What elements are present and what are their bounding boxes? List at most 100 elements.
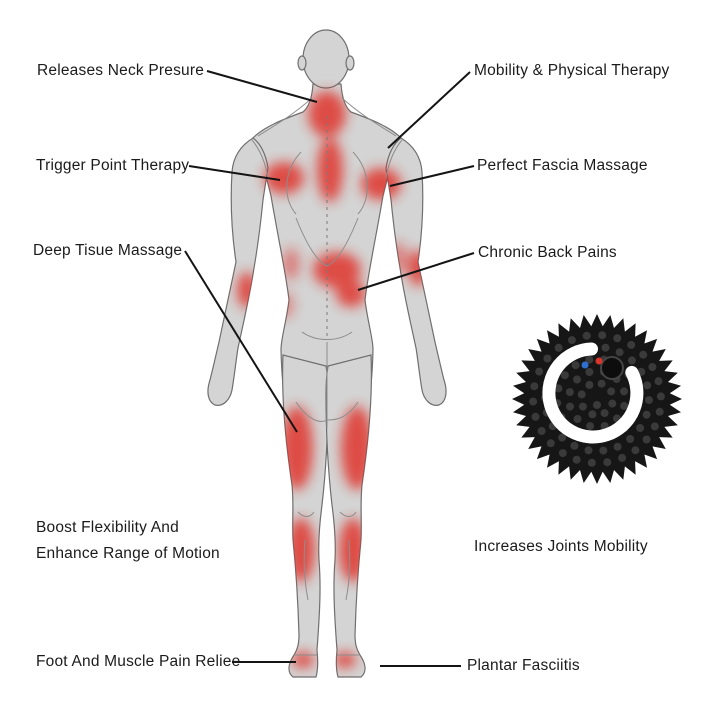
ball-nub (585, 355, 594, 364)
ball-nub (546, 439, 555, 448)
ball-nub (654, 377, 663, 386)
ball-nub (597, 379, 606, 388)
label-boost-flexibility: Boost Flexibility And Enhance Range of M… (36, 515, 220, 567)
ball-nub (648, 363, 657, 371)
highlight-upper-spine (317, 138, 343, 202)
ball-nub (655, 407, 664, 416)
highlight-right-shoulder (361, 168, 401, 200)
ball-nub (656, 392, 665, 401)
ball-nub (588, 410, 597, 419)
connector-chronic-back (357, 252, 475, 291)
label-foot-muscle: Foot And Muscle Pain Reliee (36, 653, 241, 670)
ball-nub (558, 449, 567, 458)
ball-nub (593, 401, 601, 409)
pelvis-line (301, 331, 353, 340)
connector-releases-neck (206, 70, 318, 103)
ball-nub (626, 435, 635, 443)
right-calf-line (345, 539, 351, 601)
connector-perfect-fascia (389, 165, 475, 187)
ball-nub (620, 387, 628, 396)
ball-nub (570, 441, 579, 450)
ball-nub (607, 387, 616, 396)
left-deltoid-line (251, 139, 269, 179)
figure-right-ear (345, 55, 355, 71)
left-scapula-line (286, 151, 302, 215)
ball-nub (642, 435, 651, 444)
figure-left-arm (207, 137, 269, 406)
label-mobility: Mobility & Physical Therapy (474, 62, 670, 79)
ball-nub (531, 412, 540, 421)
ball-nub (627, 340, 636, 349)
ball-nub (603, 458, 612, 467)
ball-nub (567, 336, 576, 345)
highlight-left-side (282, 248, 300, 280)
massage-ball-image (512, 314, 682, 484)
right-trapezius-line (341, 97, 397, 137)
ball-nub (558, 433, 567, 442)
ball-nub (578, 402, 587, 411)
figure-left-ear (297, 55, 307, 71)
label-deep-tissue: Deep Tisue Massage (33, 242, 183, 259)
highlight-left-hamstring (281, 406, 313, 490)
ball-nub (618, 453, 627, 462)
ball-nub (585, 368, 594, 376)
highlight-left-calf (287, 518, 315, 582)
ball-nub (601, 343, 610, 352)
ball-nub (554, 384, 563, 393)
right-glute-line (326, 401, 359, 421)
label-releases-neck: Releases Neck Presure (37, 62, 205, 79)
left-knee-line (297, 511, 315, 517)
label-boost-flexibility-line2: Enhance Range of Motion (36, 545, 220, 562)
ball-nub (560, 371, 569, 380)
ball-nub (615, 348, 624, 357)
label-boost-flexibility-line1: Boost Flexibility And (36, 519, 179, 536)
highlight-left-forearm (237, 272, 257, 308)
ball-nub (535, 367, 544, 376)
ball-nub (639, 350, 648, 359)
highlight-left-hip (276, 292, 294, 318)
highlight-right-calf (339, 518, 367, 582)
ball-nub (620, 401, 629, 410)
ball-nub (530, 382, 539, 391)
ball-nub (582, 331, 591, 340)
ball-blue-dot (581, 361, 589, 369)
connector-mobility (387, 71, 471, 149)
ball-nub (572, 455, 581, 464)
highlight-neck (308, 91, 346, 137)
highlight-sacrum (336, 281, 366, 307)
highlight-right-heel (334, 652, 356, 668)
label-perfect-fascia: Perfect Fascia Massage (477, 157, 648, 174)
ball-nub (587, 458, 596, 467)
ball-nub (571, 361, 580, 370)
connector-deep-tissue (184, 250, 298, 433)
ball-nub (631, 446, 640, 455)
label-joints-mobility: Increases Joints Mobility (474, 538, 648, 555)
ball-nub (554, 343, 563, 352)
label-trigger-point: Trigger Point Therapy (36, 157, 190, 174)
highlight-right-hamstring (341, 406, 373, 490)
highlight-left-heel (292, 652, 314, 668)
right-scapula-line (352, 151, 368, 215)
ball-nub (566, 402, 574, 411)
ball-nub (645, 396, 653, 405)
ball-nub (577, 390, 586, 399)
ball-nub (599, 446, 608, 455)
ball-nub (573, 415, 582, 423)
ball-red-dot (595, 357, 603, 365)
ball-nub (586, 422, 595, 431)
left-lat-line (295, 217, 328, 267)
ball-nub (585, 380, 594, 389)
ball-nub (643, 381, 652, 390)
ball-nub (600, 409, 609, 418)
ball-nub (642, 410, 651, 419)
left-calf-line (303, 539, 309, 601)
right-knee-line (339, 511, 357, 517)
connector-lines (184, 70, 475, 667)
label-plantar: Plantar Fasciitis (467, 657, 580, 674)
ball-nub (573, 375, 581, 384)
left-trapezius-line (257, 97, 313, 137)
right-lat-line (326, 217, 359, 267)
label-chronic-back: Chronic Back Pains (478, 244, 617, 261)
